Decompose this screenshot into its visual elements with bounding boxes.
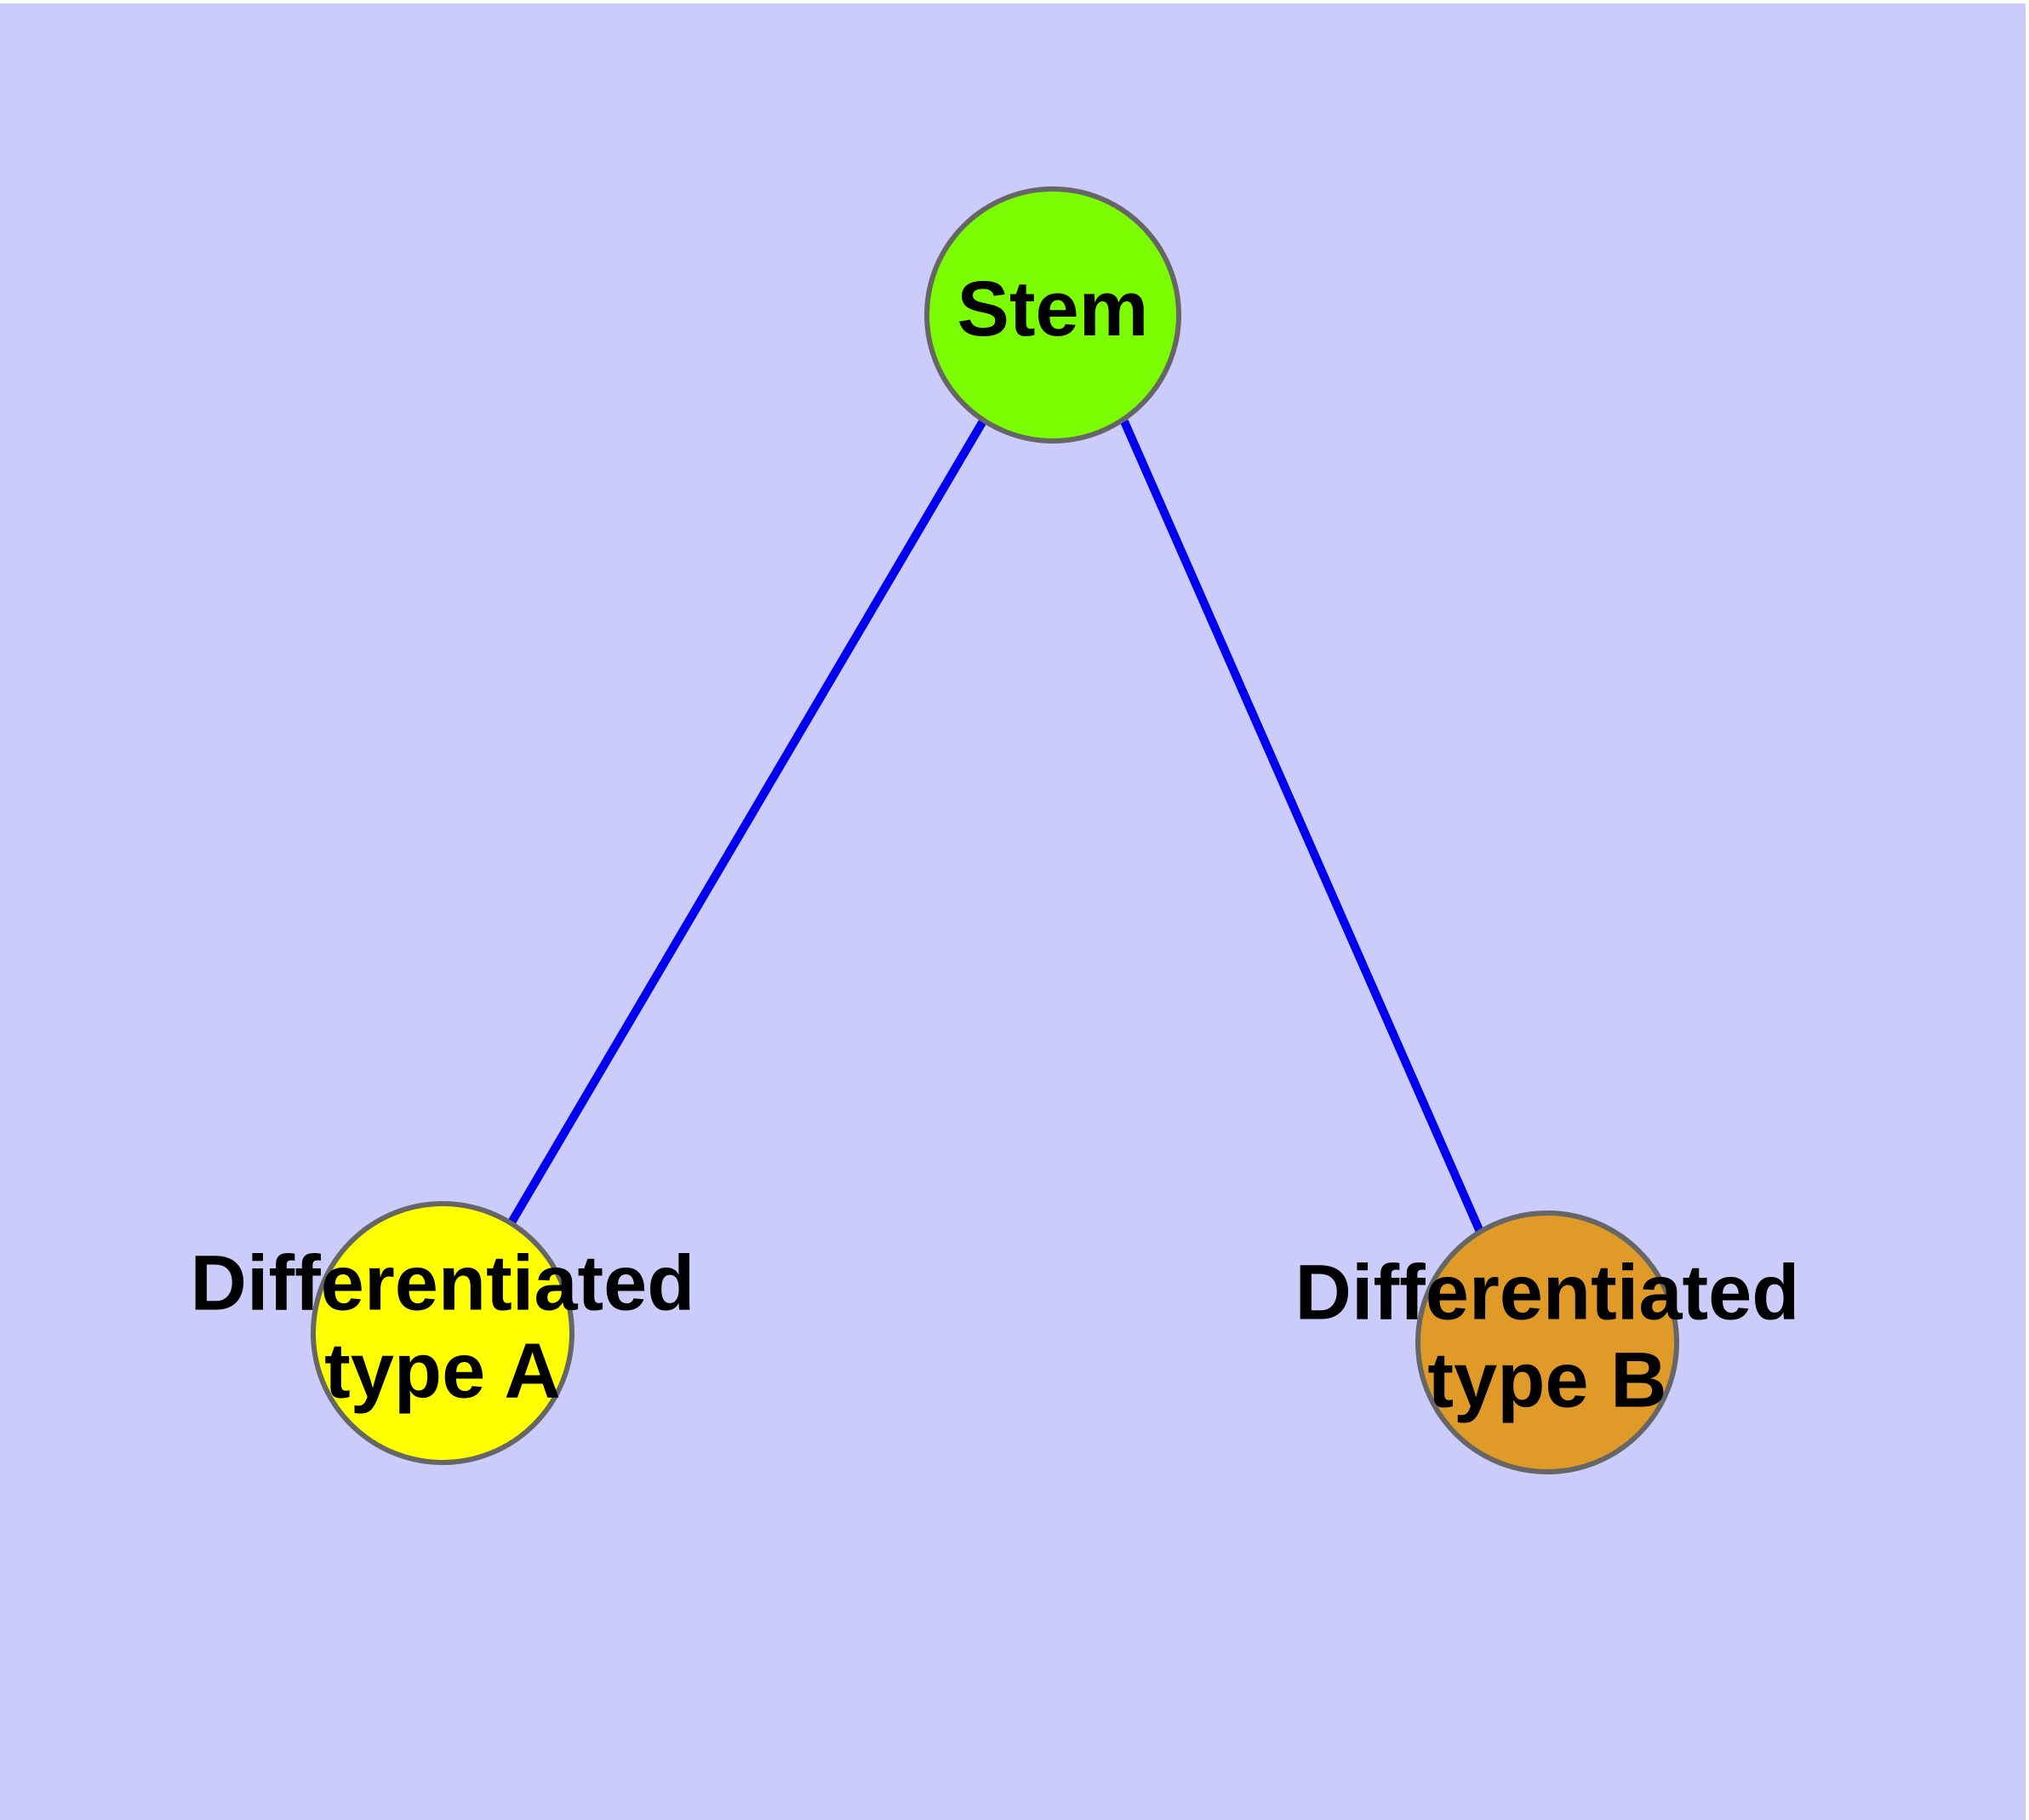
node-stem[interactable]: Stem [924, 186, 1181, 444]
node-label-line: Differentiated [191, 1240, 695, 1327]
node-circle-stem[interactable] [924, 186, 1181, 444]
node-circle-differentiated-type-b[interactable] [1415, 1210, 1679, 1474]
node-label-stem: Stem [957, 266, 1149, 352]
node-label-line: Differentiated [1295, 1250, 1800, 1336]
node-label-line: type B [1427, 1337, 1666, 1424]
node-label-line: type A [324, 1328, 561, 1415]
node-label-line: Stem [957, 266, 1149, 352]
edge-layer [507, 417, 1484, 1234]
edge-stem-to-differentiated-type-a[interactable] [507, 417, 988, 1225]
node-circle-differentiated-type-a[interactable] [311, 1201, 574, 1465]
edge-stem-to-differentiated-type-b[interactable] [1120, 419, 1484, 1234]
